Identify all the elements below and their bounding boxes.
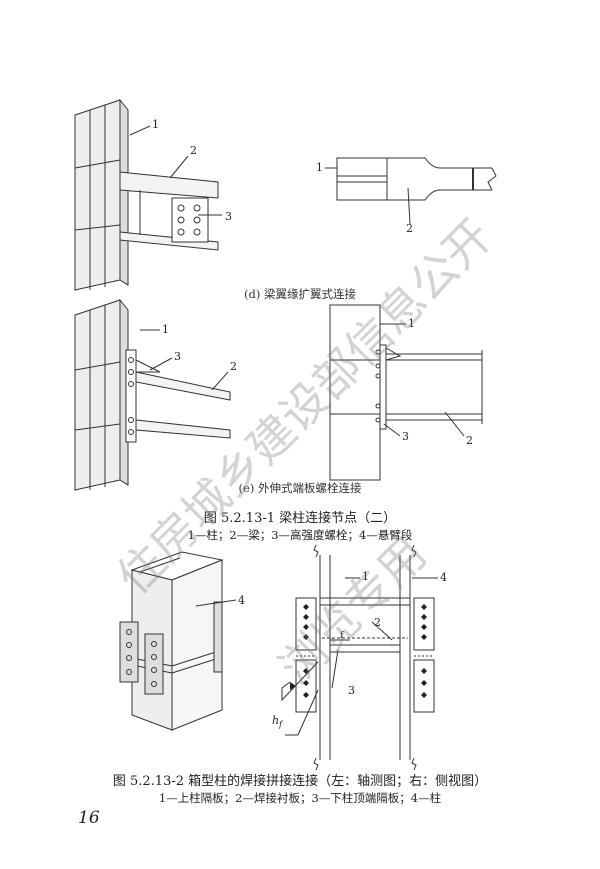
figure1-title: 图 5.2.13-1 梁柱连接节点（二） xyxy=(203,511,397,526)
figure2-title: 图 5.2.13-2 箱型柱的焊接拼接连接（左：轴测图；右：侧视图） xyxy=(112,774,488,789)
figure-d-isometric xyxy=(74,98,222,291)
weld-size-sub: f xyxy=(278,720,284,729)
caption-e: (e) 外伸式端板螺栓连接 xyxy=(238,481,362,495)
caption-d: (d) 梁翼缘扩翼式连接 xyxy=(244,287,356,301)
callout-3: 3 xyxy=(225,210,232,223)
callout-1: 1 xyxy=(162,323,169,336)
callout-labels: 1 2 3 1 2 1 3 2 1 3 2 4 1 4 2 3 f h f xyxy=(152,118,473,729)
callout-2: 2 xyxy=(406,222,413,235)
figure-d-side xyxy=(325,157,497,225)
figure-box-isometric xyxy=(119,551,237,731)
weld-mark: f xyxy=(340,631,344,641)
bolt-markers xyxy=(290,604,427,698)
callout-2: 2 xyxy=(230,360,237,373)
callout-1: 1 xyxy=(408,317,415,330)
callout-3: 3 xyxy=(402,430,409,443)
callout-1: 1 xyxy=(152,118,159,131)
callout-2: 2 xyxy=(190,144,197,157)
callout-2: 2 xyxy=(374,616,381,629)
callout-1: 1 xyxy=(316,161,323,174)
callout-4: 4 xyxy=(238,594,245,607)
callout-3: 3 xyxy=(348,684,355,697)
callout-1: 1 xyxy=(362,570,369,583)
figure2-legend: 1—上柱隔板；2—焊接衬板；3—下柱顶端隔板；4—柱 xyxy=(158,791,442,805)
figure1-legend: 1—柱；2—梁；3—高强度螺栓；4—悬臂段 xyxy=(187,528,413,542)
figure-e-side xyxy=(329,304,483,481)
page-number: 16 xyxy=(78,808,100,828)
callout-4: 4 xyxy=(440,571,447,584)
callout-2: 2 xyxy=(466,434,473,447)
callout-3: 3 xyxy=(174,350,181,363)
weld-size-h: h xyxy=(272,714,279,727)
figure-box-side xyxy=(281,544,438,771)
figure-e-isometric xyxy=(74,298,231,491)
